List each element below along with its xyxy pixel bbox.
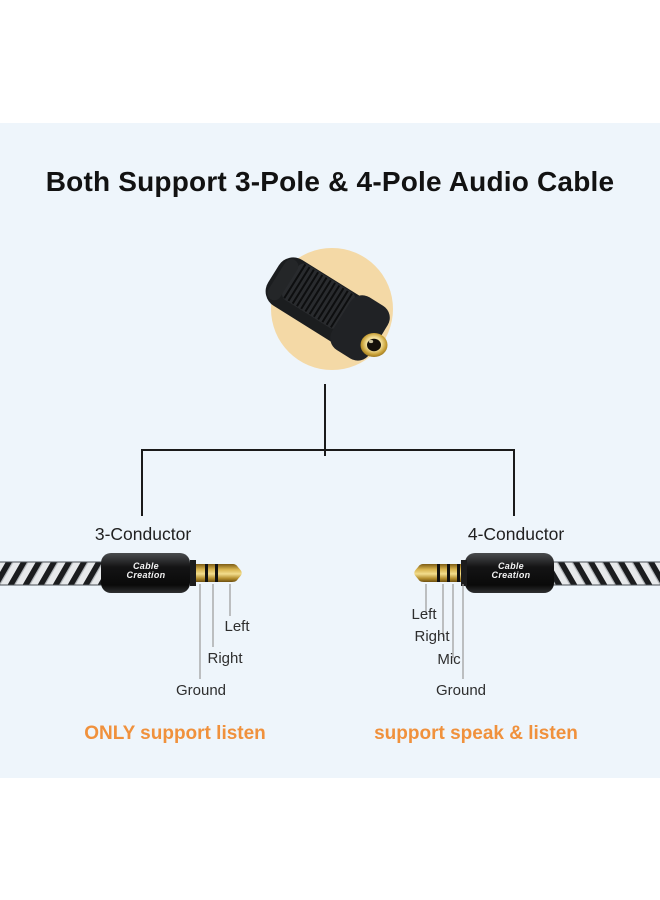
- left-plug-brand-line2: Creation: [126, 570, 166, 580]
- left-plug-tip: [228, 564, 242, 582]
- left-plug-brand-line1: Cable: [132, 561, 159, 571]
- left-plug-brand: Cable Creation: [127, 562, 166, 580]
- left-pin-leader-lines: [199, 584, 231, 679]
- right-cable-braid: [549, 561, 660, 586]
- right-pin-label-ground: Ground: [435, 682, 487, 699]
- right-branch-label: 4-Conductor: [467, 524, 565, 544]
- right-pin-label-right: Right: [414, 628, 450, 645]
- connector-tree-lines: [141, 384, 515, 516]
- right-plug-brand-line1: Cable: [497, 561, 524, 571]
- left-support-note: ONLY support listen: [84, 723, 266, 744]
- right-plug-shaft: [428, 564, 461, 582]
- right-pin-label-mic: Mic: [437, 651, 461, 668]
- right-support-note: support speak & listen: [374, 723, 578, 744]
- right-plug-tip: [414, 564, 428, 582]
- right-plug-brand: Cable Creation: [492, 562, 531, 580]
- right-pin-leader-lines: [425, 584, 464, 679]
- left-cable-braid: [0, 561, 111, 586]
- right-plug-brand-line2: Creation: [491, 570, 531, 580]
- right-pin-label-left: Left: [411, 606, 437, 623]
- page-title: Both Support 3-Pole & 4-Pole Audio Cable: [45, 166, 615, 197]
- left-plug-body: [101, 553, 190, 593]
- right-cable-4pole: [414, 553, 660, 593]
- left-cable-3pole: [0, 553, 242, 593]
- right-plug-body: [465, 553, 554, 593]
- left-pin-label-left: Left: [224, 618, 250, 635]
- left-plug-shaft: [196, 564, 228, 582]
- left-pin-label-ground: Ground: [175, 682, 227, 699]
- left-branch-label: 3-Conductor: [94, 524, 192, 544]
- coupler-adapter-image: [265, 257, 390, 361]
- left-pin-label-right: Right: [207, 650, 243, 667]
